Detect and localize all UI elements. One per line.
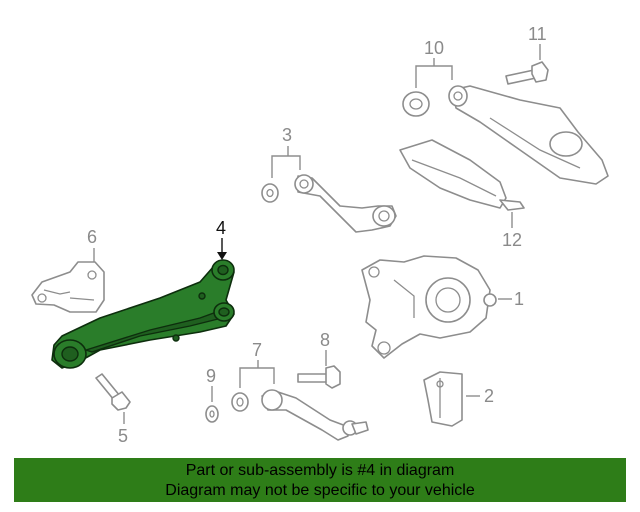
part-3-link[interactable]: [261, 174, 397, 233]
callout-2[interactable]: 2: [484, 386, 494, 406]
part-1-knuckle[interactable]: [361, 255, 497, 359]
part-9-washer[interactable]: [205, 405, 219, 423]
callout-5[interactable]: 5: [118, 426, 128, 446]
callout-10[interactable]: 10: [424, 38, 444, 58]
leader-7: [239, 367, 275, 388]
banner-line-1: Part or sub-assembly is #4 in diagram: [185, 462, 455, 479]
callout-7[interactable]: 7: [252, 340, 262, 360]
part-6-bracket[interactable]: [31, 261, 105, 313]
part-4-control-arm[interactable]: [51, 259, 235, 369]
leader-3: [271, 155, 301, 178]
part-8-bolt[interactable]: [297, 365, 341, 389]
leader-10: [415, 65, 453, 88]
callout-8[interactable]: 8: [320, 330, 330, 350]
part-10-upper-arm[interactable]: [402, 85, 609, 185]
part-7-link[interactable]: [231, 389, 369, 441]
callout-1[interactable]: 1: [514, 289, 524, 309]
banner-line-2: Diagram may not be specific to your vehi…: [165, 482, 475, 499]
arrow-4: [217, 252, 227, 260]
part-2-bracket[interactable]: [423, 371, 463, 427]
part-11-bolt[interactable]: [505, 61, 549, 85]
part-5-bolt[interactable]: [95, 373, 131, 411]
callout-12[interactable]: 12: [502, 230, 522, 250]
callout-6[interactable]: 6: [87, 227, 97, 247]
callout-9[interactable]: 9: [206, 366, 216, 386]
info-banner: Part or sub-assembly is #4 in diagram Di…: [14, 458, 626, 502]
callout-3[interactable]: 3: [282, 125, 292, 145]
parts-diagram: 6 4 5 3: [31, 24, 609, 446]
callout-4[interactable]: 4: [216, 218, 226, 238]
part-12-shield[interactable]: [399, 139, 525, 211]
callout-11[interactable]: 11: [528, 24, 547, 44]
